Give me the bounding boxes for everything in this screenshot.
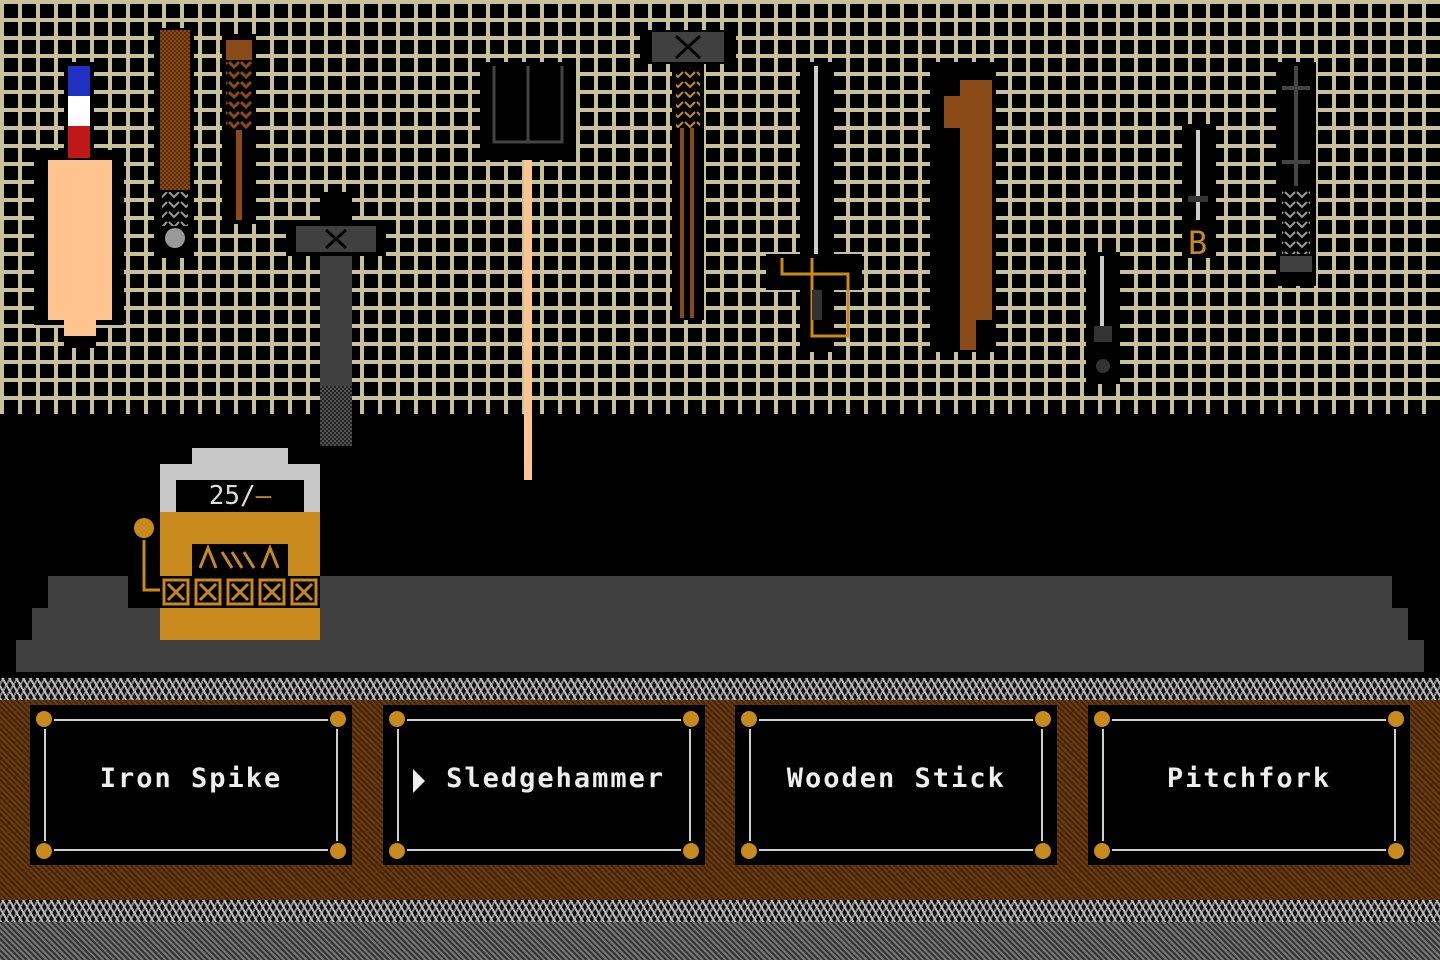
slot-frame	[396, 719, 399, 851]
weapon-slot-pitchfork[interactable]: Pitchfork	[1087, 705, 1410, 865]
rivet-icon	[1033, 709, 1054, 729]
menu-bottom-border	[0, 900, 1440, 922]
rivet-icon	[680, 709, 701, 729]
weapon-label: Wooden Stick	[786, 763, 1006, 794]
awl-icon	[222, 34, 256, 224]
slot-frame	[396, 849, 691, 851]
rivet-icon	[739, 841, 760, 861]
rivet-icon	[1385, 841, 1406, 861]
slot-frame	[44, 849, 338, 851]
slot-frame	[688, 719, 691, 851]
ammo-max: –	[255, 481, 272, 511]
rolling-pin-icon	[34, 62, 124, 348]
slot-frame	[336, 719, 338, 851]
slot-frame	[749, 719, 1044, 721]
rivet-icon	[1091, 841, 1112, 861]
slot-frame	[1393, 719, 1396, 851]
sword-icon	[766, 62, 862, 352]
weapon-rack-scene: B	[0, 0, 1440, 672]
rivet-icon	[1091, 709, 1112, 729]
rivet-icon	[328, 709, 348, 729]
floor	[0, 922, 1440, 960]
rivet-icon	[386, 841, 407, 861]
weapon-slot-wooden-stick[interactable]: Wooden Stick	[735, 705, 1058, 865]
slot-frame	[1101, 719, 1396, 721]
pitchfork-icon	[480, 62, 576, 480]
slot-frame	[1101, 719, 1104, 851]
wall-letter: B	[1188, 224, 1207, 262]
menu-top-border	[0, 678, 1440, 700]
iron-spike-icon	[1276, 62, 1316, 286]
slot-frame	[44, 719, 46, 851]
sledgehammer-icon	[286, 192, 386, 446]
rivet-icon	[34, 709, 54, 729]
rivet-icon	[34, 841, 54, 861]
ammo-current: 25	[208, 481, 240, 511]
slot-frame	[396, 719, 691, 721]
ammo-counter: 25/–	[176, 480, 304, 512]
selection-cursor-icon	[412, 769, 425, 793]
weapon-menu: Iron Spike Sledgehammer Wooden Stick Pit…	[30, 705, 1410, 865]
weapon-slot-sledgehammer[interactable]: Sledgehammer	[382, 705, 705, 865]
slot-frame	[44, 719, 338, 721]
rivet-icon	[1033, 841, 1054, 861]
slot-frame	[749, 719, 752, 851]
weapon-slot-iron-spike[interactable]: Iron Spike	[30, 705, 352, 865]
weapon-label: Sledgehammer	[446, 763, 666, 794]
knife-icon	[1086, 252, 1120, 384]
rivet-icon	[386, 709, 407, 729]
mallet-icon	[640, 30, 736, 320]
rivet-icon	[1385, 709, 1406, 729]
slot-frame	[1041, 719, 1044, 851]
ammo-separator: /	[240, 481, 256, 511]
slot-frame	[1101, 849, 1396, 851]
weapon-label: Iron Spike	[99, 763, 283, 794]
wooden-club-icon	[154, 28, 194, 258]
dagger-icon: B	[1182, 124, 1216, 262]
rivet-icon	[739, 709, 760, 729]
rivet-icon	[680, 841, 701, 861]
rivet-icon	[328, 841, 348, 861]
slot-frame	[749, 849, 1044, 851]
weapon-label: Pitchfork	[1166, 763, 1332, 794]
wooden-plank-icon	[930, 62, 996, 352]
